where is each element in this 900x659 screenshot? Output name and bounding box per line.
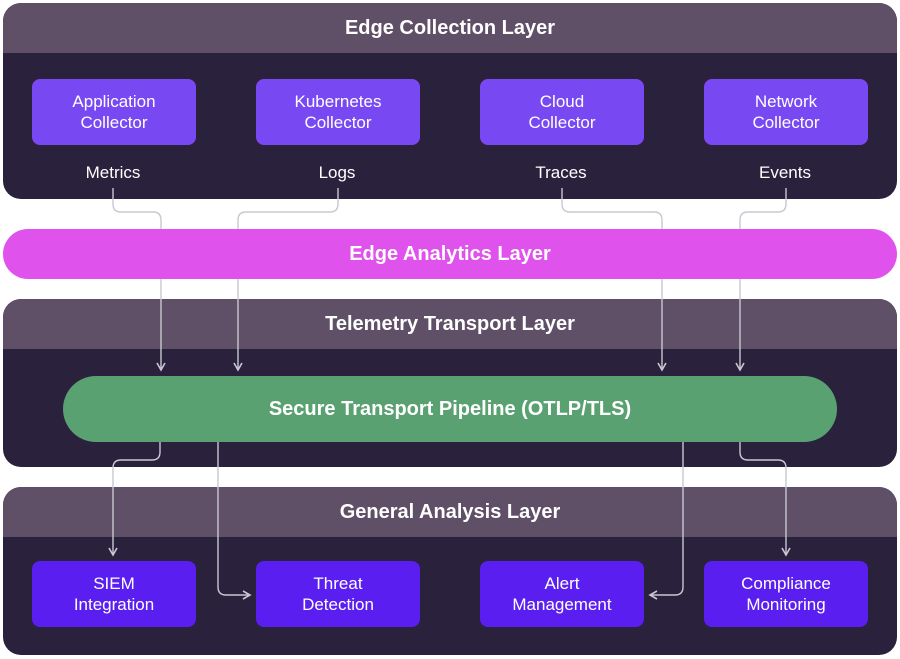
output-label-line1: Compliance bbox=[741, 574, 831, 593]
logs-stream-label: Logs bbox=[318, 163, 356, 182]
output-label-line2: Detection bbox=[302, 595, 374, 614]
compliance-connector bbox=[739, 442, 791, 557]
traces-connector bbox=[561, 188, 667, 372]
output-label-line2: Integration bbox=[73, 595, 155, 614]
output-label-line1: SIEM bbox=[93, 574, 135, 593]
output-label-line1: Alert bbox=[544, 574, 580, 593]
collector-label-line1: Application bbox=[72, 92, 156, 111]
cloud-collector-box: Cloud Collector bbox=[480, 79, 644, 145]
siem-connector bbox=[108, 442, 161, 557]
threat-connector bbox=[217, 442, 252, 600]
alert-connector bbox=[648, 442, 684, 600]
alert-management-box: Alert Management bbox=[480, 561, 644, 627]
threat-detection-box: Threat Detection bbox=[256, 561, 420, 627]
general-analysis-layer-title: General Analysis Layer bbox=[3, 487, 897, 537]
edge-collection-layer: Edge Collection Layer Application Collec… bbox=[3, 3, 897, 199]
compliance-monitoring-box: Compliance Monitoring bbox=[704, 561, 868, 627]
collector-label-line2: Collector bbox=[80, 113, 148, 132]
metrics-stream-label: Metrics bbox=[85, 163, 141, 182]
edge-collection-layer-title: Edge Collection Layer bbox=[3, 3, 897, 53]
kubernetes-collector-box: Kubernetes Collector bbox=[256, 79, 420, 145]
traces-stream-label: Traces bbox=[535, 163, 587, 182]
siem-integration-box: SIEM Integration bbox=[32, 561, 196, 627]
events-stream-label: Events bbox=[759, 163, 811, 182]
metrics-connector bbox=[112, 188, 166, 372]
collector-label-line1: Network bbox=[754, 92, 818, 111]
collector-label-line2: Collector bbox=[752, 113, 820, 132]
output-label-line2: Management bbox=[512, 595, 612, 614]
collector-label-line2: Collector bbox=[528, 113, 596, 132]
output-label-line2: Monitoring bbox=[746, 595, 826, 614]
telemetry-transport-layer-title: Telemetry Transport Layer bbox=[3, 299, 897, 349]
collector-label-line1: Cloud bbox=[539, 92, 585, 111]
output-label-line1: Threat bbox=[313, 574, 363, 593]
application-collector-box: Application Collector bbox=[32, 79, 196, 145]
network-collector-box: Network Collector bbox=[704, 79, 868, 145]
events-connector bbox=[735, 188, 787, 372]
edge-analytics-layer-bar: Edge Analytics Layer bbox=[3, 229, 897, 279]
general-analysis-layer: General Analysis Layer SIEM Integration … bbox=[3, 487, 897, 655]
secure-transport-pipeline: Secure Transport Pipeline (OTLP/TLS) bbox=[63, 376, 837, 442]
collector-label-line1: Kubernetes bbox=[294, 92, 382, 111]
collector-label-line2: Collector bbox=[304, 113, 372, 132]
logs-connector bbox=[233, 188, 339, 372]
